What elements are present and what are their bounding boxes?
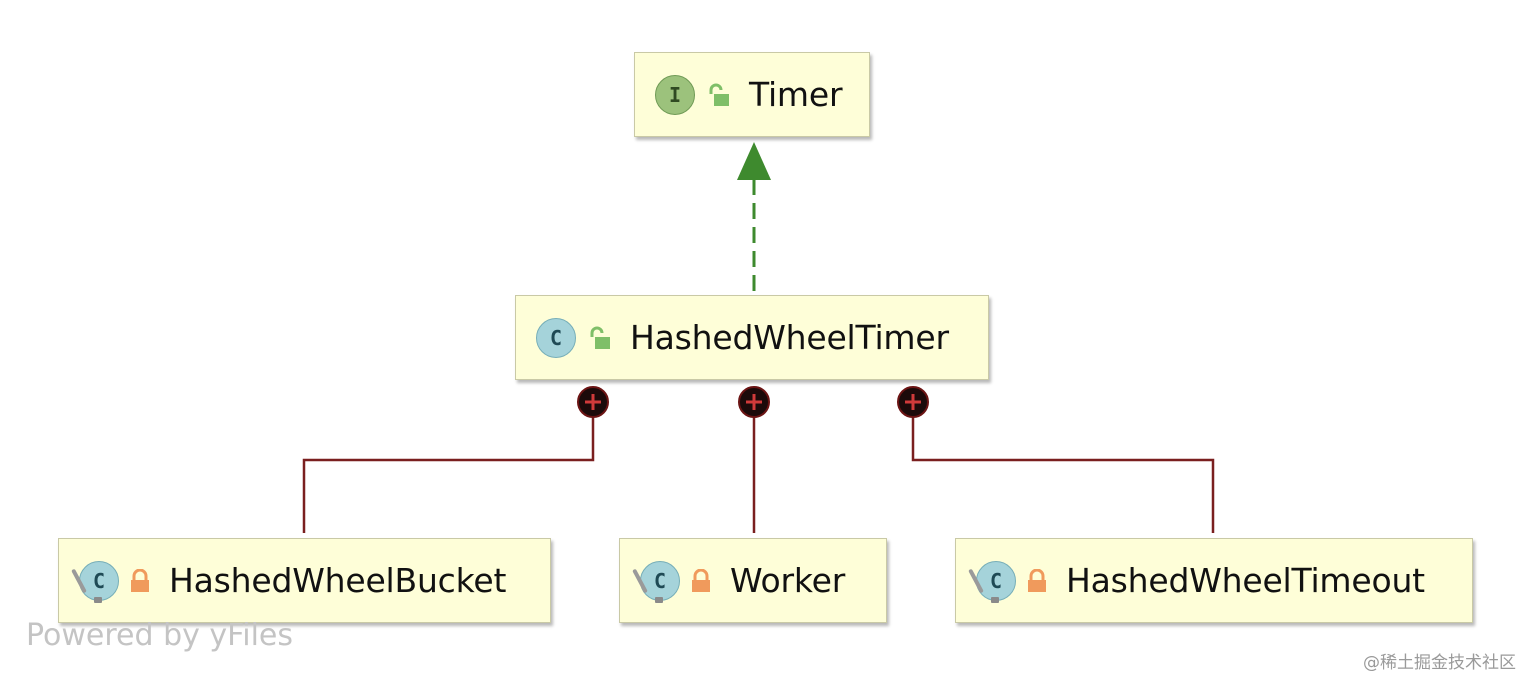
private-lock-icon bbox=[1026, 568, 1048, 593]
interface-badge-icon: I bbox=[655, 74, 695, 115]
class-badge-icon: C bbox=[536, 317, 576, 358]
node-hashed-wheel-timeout[interactable]: C HashedWheelTimeout bbox=[955, 538, 1473, 623]
yfiles-watermark: Powered by yFiles bbox=[26, 618, 293, 653]
node-label: Timer bbox=[749, 75, 843, 114]
implements-arrowhead bbox=[737, 142, 771, 180]
node-label: HashedWheelBucket bbox=[169, 561, 507, 600]
public-unlocked-icon bbox=[586, 326, 612, 350]
inner-class-connector-bucket bbox=[577, 386, 609, 418]
inner-class-connector-worker bbox=[738, 386, 770, 418]
node-label: Worker bbox=[730, 561, 846, 600]
node-label: HashedWheelTimer bbox=[630, 318, 949, 357]
node-timer[interactable]: I Timer bbox=[634, 52, 870, 137]
nested-class-badge-icon: C bbox=[976, 560, 1016, 603]
inner-class-edge-timeout bbox=[911, 412, 1215, 533]
nested-class-badge-icon: C bbox=[79, 560, 119, 603]
node-hashed-wheel-bucket[interactable]: C HashedWheelBucket bbox=[58, 538, 551, 623]
private-lock-icon bbox=[690, 568, 712, 593]
inner-class-connector-timeout bbox=[897, 386, 929, 418]
implements-edge bbox=[737, 142, 771, 291]
inner-class-edge-bucket bbox=[302, 412, 595, 533]
node-label: HashedWheelTimeout bbox=[1066, 561, 1425, 600]
node-hashed-wheel-timer[interactable]: C HashedWheelTimer bbox=[515, 295, 989, 380]
nested-class-badge-icon: C bbox=[640, 560, 680, 603]
private-lock-icon bbox=[129, 568, 151, 593]
public-unlocked-icon bbox=[705, 83, 731, 107]
node-worker[interactable]: C Worker bbox=[619, 538, 887, 623]
source-credit: @稀土掘金技术社区 bbox=[1363, 653, 1516, 673]
